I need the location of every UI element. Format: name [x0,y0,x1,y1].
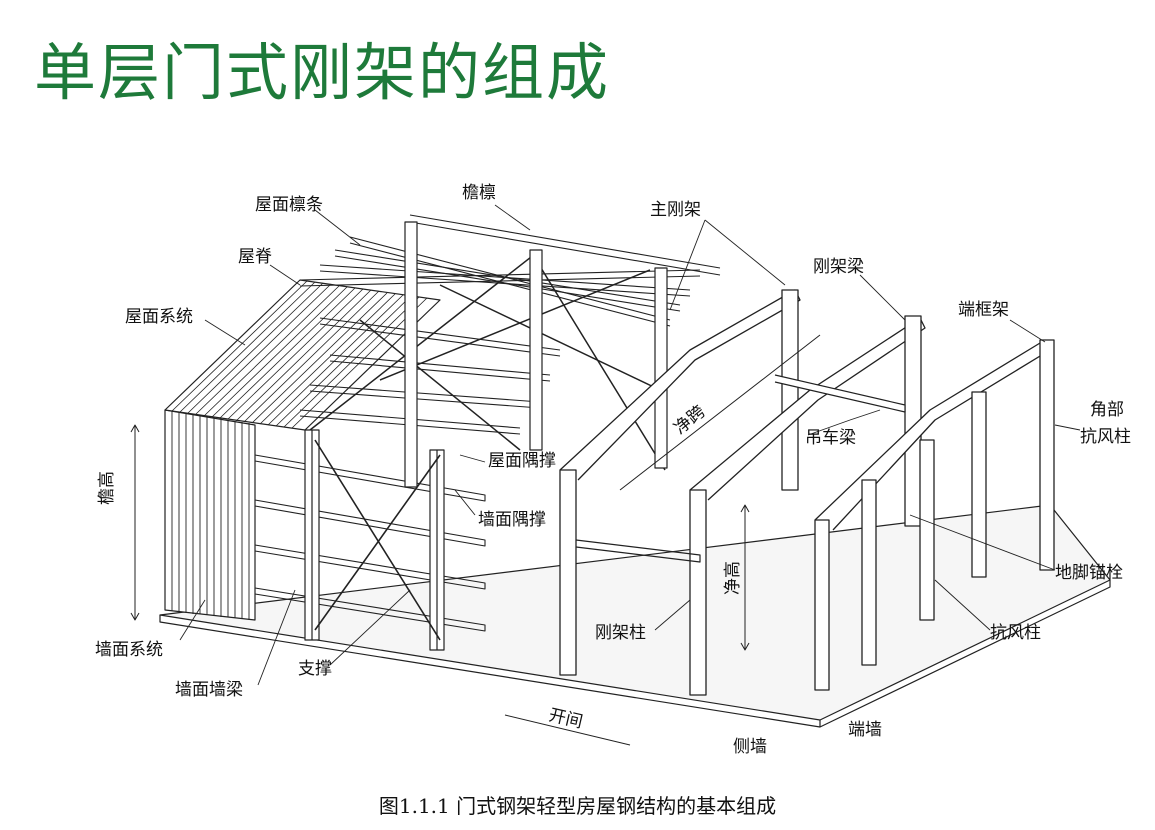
end-wall-cladding [164,409,256,621]
leader-lines [179,204,1081,686]
label-clear-span: 净跨 [670,402,709,439]
label-wind-column: 抗风柱 [990,623,1041,643]
label-crane-beam: 吊车梁 [805,428,856,448]
label-corner: 角部 [1090,400,1124,420]
label-roof-knee-brace: 屋面隅撑 [488,451,556,471]
label-anchor-bolt: 地脚锚栓 [1055,563,1123,583]
dimension-lines [130,334,821,746]
label-wall-system: 墙面系统 [95,640,163,660]
roof-bracing [309,249,666,471]
figure-caption: 图1.1.1 门式钢架轻型房屋钢结构的基本组成 [378,794,777,818]
label-bracing: 支撑 [298,659,332,679]
label-wall-girt: 墙面墙梁 [175,680,243,700]
label-clear-height: 净高 [723,561,743,595]
label-corner-wind-column: 抗风柱 [1080,427,1131,447]
first-frame-columns [304,429,445,651]
crane-beams [575,374,906,563]
wall-girts [254,454,486,632]
label-end-frame: 端框架 [958,300,1009,320]
roof-purlins [299,214,721,435]
label-roof-system: 屋面系统 [125,307,193,327]
label-frame-column: 刚架柱 [595,623,646,643]
label-ridge: 屋脊 [238,247,272,267]
label-frame-beam: 刚架梁 [813,257,864,277]
label-side-wall: 侧墙 [733,737,767,757]
floor-slab [159,504,1111,728]
roof-sheeting [164,279,441,431]
label-bay-spacing: 开间 [547,705,585,732]
page-title: 单层门式刚架的组成 [34,36,611,109]
ridge-columns [404,221,668,488]
wall-bracing [314,439,441,641]
label-roof-purlin: 屋面檩条 [255,195,323,215]
label-main-frame: 主刚架 [650,200,701,220]
label-end-wall: 端墙 [848,720,882,740]
label-wall-knee-brace: 墙面隅撑 [478,510,546,530]
label-eave-height: 檐高 [97,471,117,505]
label-eave-purlin: 檐檩 [462,183,496,203]
main-portal-frames [559,289,1055,696]
